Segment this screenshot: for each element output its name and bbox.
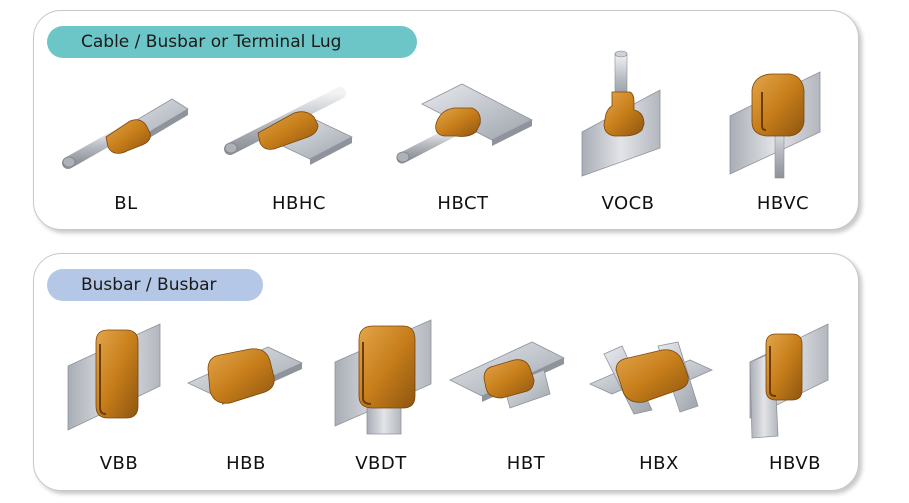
hbvb-connector-icon xyxy=(749,323,829,439)
vbb-connector-icon xyxy=(67,323,161,431)
hbvc-connector-icon xyxy=(729,71,821,179)
section-title-cable-busbar: Cable / Busbar or Terminal Lug xyxy=(47,26,417,58)
label-vbdt: VBDT xyxy=(355,453,407,474)
label-hbb: HBB xyxy=(226,453,266,474)
vocb-connector-icon xyxy=(581,50,661,177)
hbct-connector-icon xyxy=(396,83,533,164)
label-hbvb: HBVB xyxy=(769,453,821,474)
bl-connector-icon xyxy=(62,98,189,169)
label-vbb: VBB xyxy=(99,453,139,474)
section-title-busbar-busbar: Busbar / Busbar xyxy=(47,269,263,301)
hbhc-connector-icon xyxy=(224,87,353,165)
hbx-connector-icon xyxy=(589,341,713,415)
vbdt-connector-icon xyxy=(334,319,432,435)
label-vocb: VOCB xyxy=(601,193,655,214)
label-hbhc: HBHC xyxy=(272,193,326,214)
label-hbt: HBT xyxy=(506,453,546,474)
label-hbvc: HBVC xyxy=(756,193,810,214)
hbb-connector-icon xyxy=(187,346,303,405)
label-hbx: HBX xyxy=(639,453,679,474)
label-bl: BL xyxy=(114,193,138,214)
label-hbct: HBCT xyxy=(437,193,489,214)
hbt-connector-icon xyxy=(449,341,565,409)
